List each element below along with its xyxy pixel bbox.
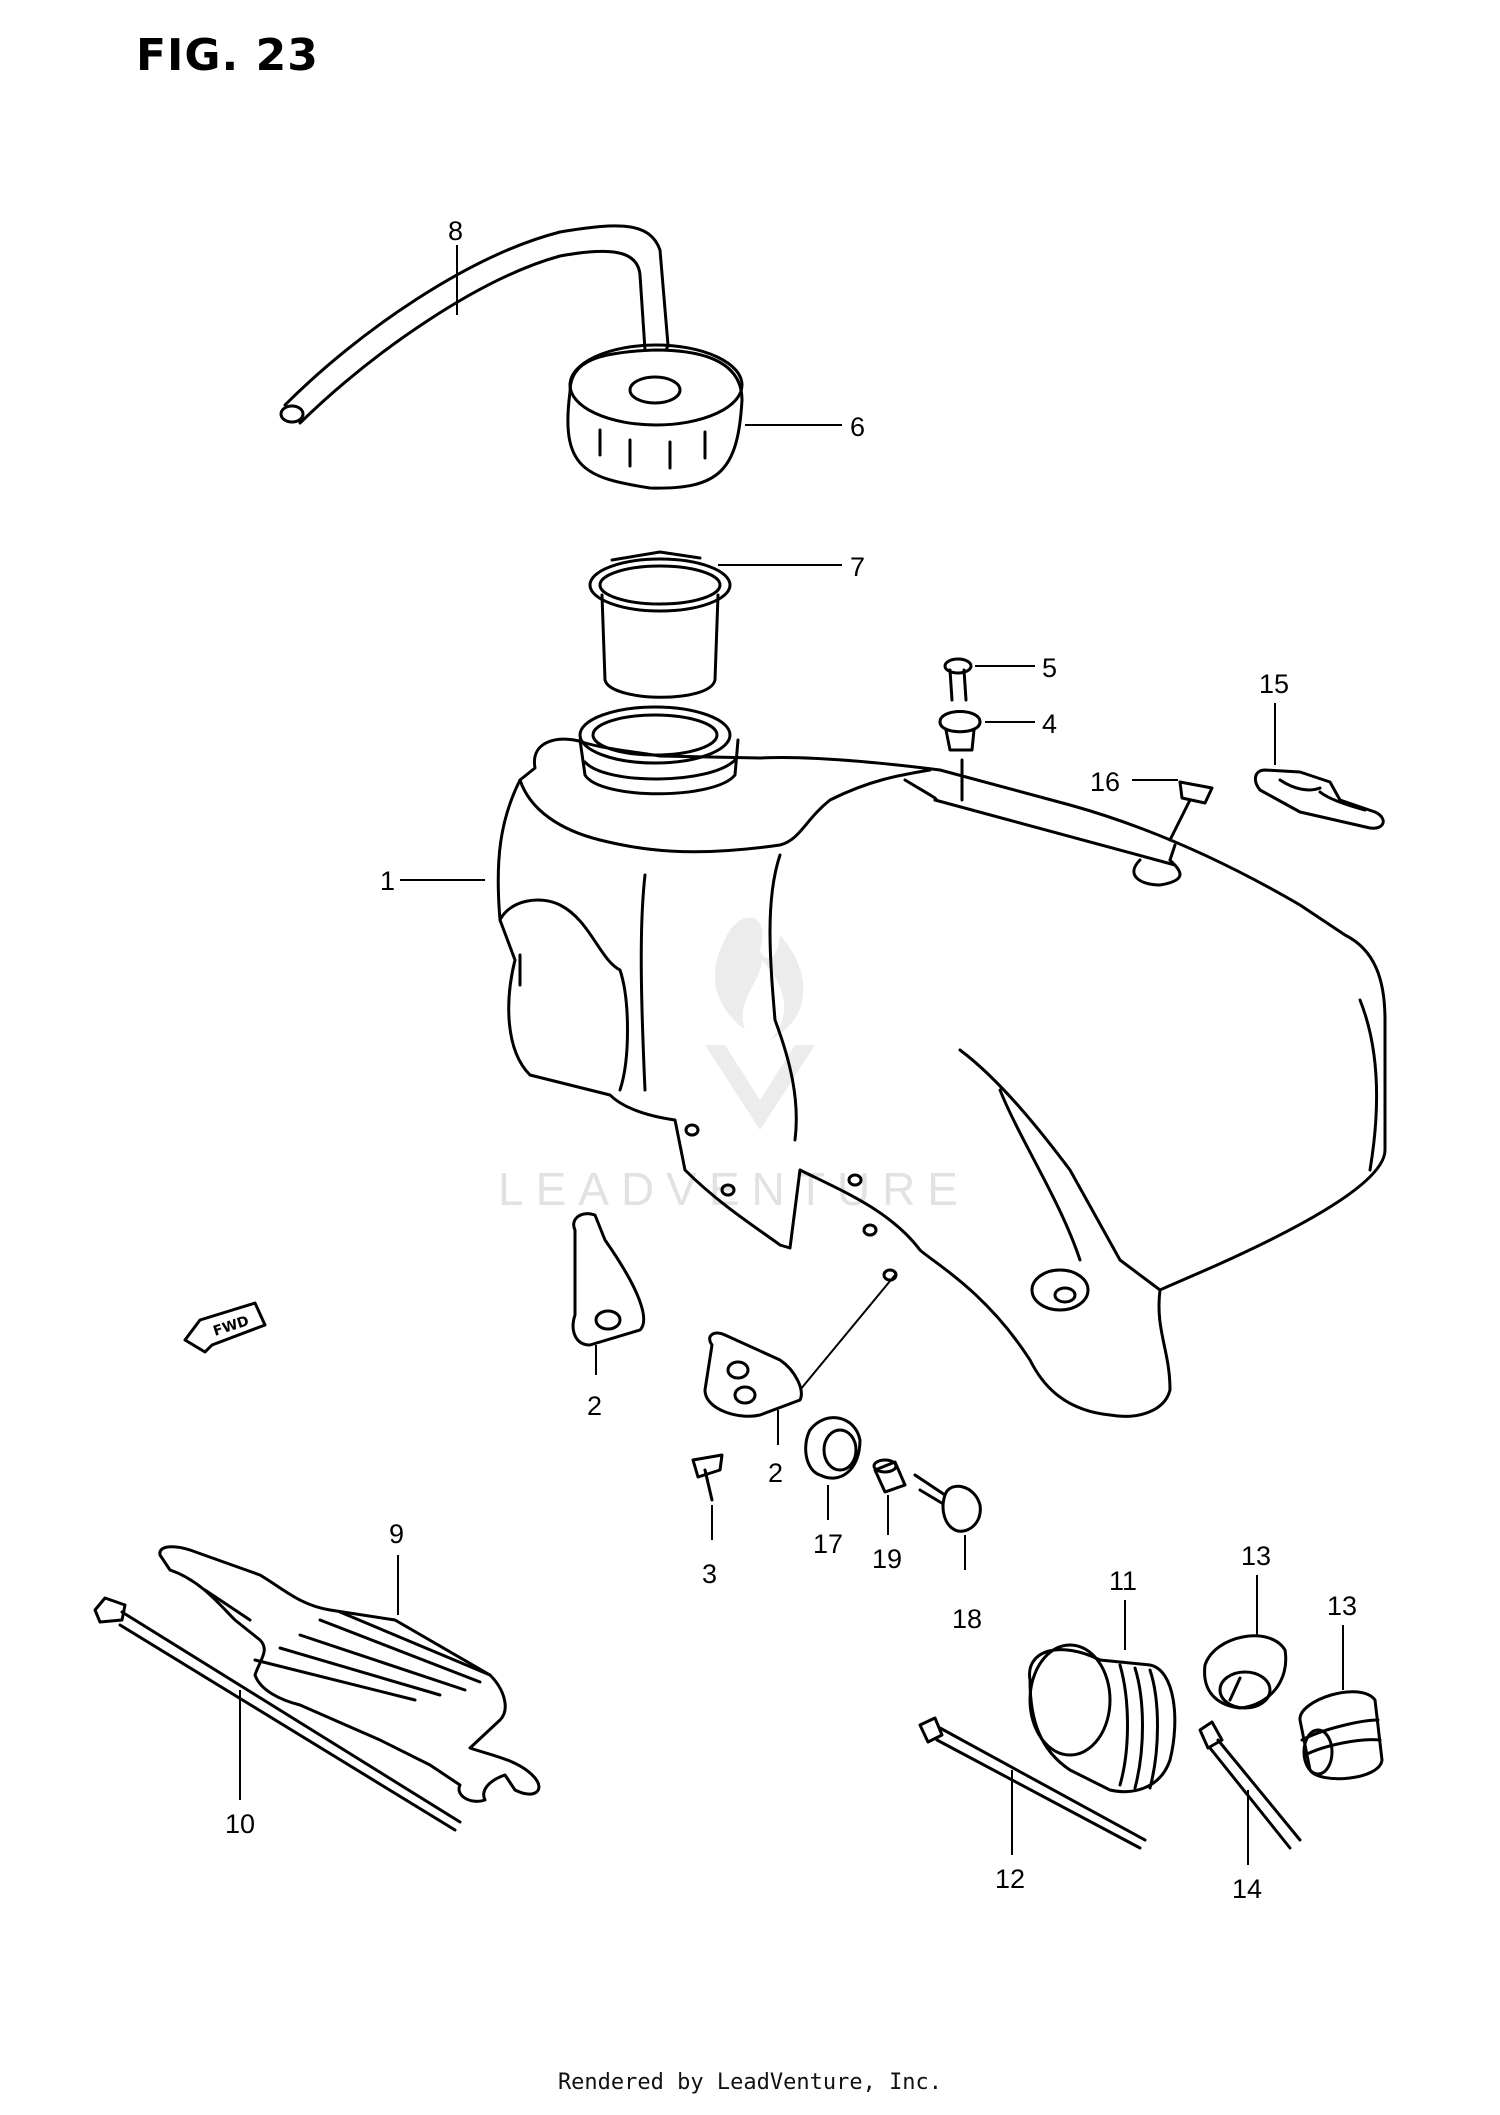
callout-7: 7 <box>850 552 865 582</box>
callout-18: 18 <box>952 1604 982 1634</box>
callout-9: 9 <box>389 1519 404 1549</box>
bracket-2-left <box>571 1212 646 1375</box>
callout-labels: 1 2 2 3 4 5 6 7 8 9 10 11 12 13 13 14 15… <box>225 216 1357 1904</box>
callout-19: 19 <box>872 1544 902 1574</box>
leader-lines <box>400 245 1276 881</box>
footer-credit: Rendered by LeadVenture, Inc. <box>557 2070 943 2095</box>
screw-3 <box>691 1453 724 1540</box>
bracket-2-right <box>703 1274 896 1445</box>
grommet-17 <box>804 1416 862 1520</box>
callout-13-b: 13 <box>1327 1591 1357 1621</box>
filler-strainer <box>588 550 732 699</box>
callout-10: 10 <box>225 1809 255 1839</box>
callout-13-a: 13 <box>1241 1541 1271 1571</box>
strap-10 <box>93 1596 462 1832</box>
callout-2-right: 2 <box>768 1458 783 1488</box>
tank-pad-9 <box>158 1545 541 1803</box>
grommet-13b <box>1298 1625 1384 1781</box>
callout-6: 6 <box>850 412 865 442</box>
front-direction-arrow: FWD <box>183 1301 267 1354</box>
leadventure-watermark: LEADVENTURE <box>498 917 958 1215</box>
callout-17: 17 <box>813 1529 843 1559</box>
callout-2-left: 2 <box>587 1391 602 1421</box>
callout-8: 8 <box>448 216 463 246</box>
boot-11 <box>1028 1600 1177 1794</box>
callout-12: 12 <box>995 1864 1025 1894</box>
screw-16 <box>1168 780 1214 862</box>
callout-4: 4 <box>1042 709 1057 739</box>
callout-14: 14 <box>1232 1874 1262 1904</box>
callout-15: 15 <box>1259 669 1289 699</box>
cable-tie-12 <box>918 1716 1147 1855</box>
collar-19 <box>872 1458 907 1535</box>
bolt-and-cushion <box>938 657 982 802</box>
callout-1: 1 <box>380 866 395 896</box>
fuel-cap <box>566 343 744 490</box>
callout-3: 3 <box>702 1559 717 1589</box>
fuel-tank <box>496 705 1387 1418</box>
callout-11: 11 <box>1109 1566 1137 1596</box>
clamp-15 <box>1253 768 1385 830</box>
cable-tie-14 <box>1198 1720 1302 1865</box>
bolt-18 <box>913 1473 982 1570</box>
callout-16: 16 <box>1090 767 1120 797</box>
callout-5: 5 <box>1042 653 1057 683</box>
grommet-13a <box>1203 1575 1288 1710</box>
figure-title: FIG. 23 <box>136 30 319 81</box>
